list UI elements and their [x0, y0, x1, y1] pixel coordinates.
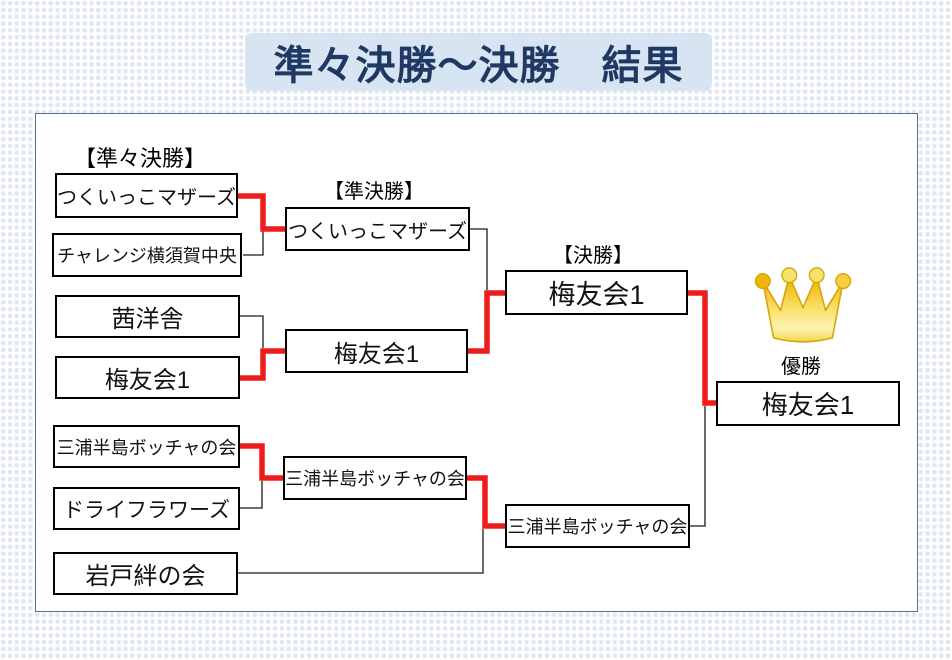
round-label-final: 【決勝】 [553, 245, 633, 267]
team-box-qf-challenge-yokosuka: チャレンジ横須賀中央 [52, 233, 242, 277]
team-box-sf-miura-hanto: 三浦半島ボッチャの会 [283, 456, 467, 500]
team-box-final-baiyukai: 梅友会1 [505, 270, 688, 315]
team-box-qf-akaneyosha: 茜洋舎 [55, 295, 240, 338]
team-box-qf-baiyukai: 梅友会1 [55, 356, 240, 399]
round-label-quarterfinal: 【準々決勝】 [73, 146, 207, 171]
team-box-qf-miura-hanto: 三浦半島ボッチャの会 [53, 425, 240, 468]
page-title: 準々決勝～決勝 結果 [245, 33, 712, 91]
team-box-qf-dryflowers: ドライフラワーズ [53, 487, 240, 530]
crown-icon [754, 266, 852, 350]
team-box-champion-baiyukai: 梅友会1 [716, 381, 900, 426]
team-box-qf-tsukuikko: つくいっこマザーズ [55, 173, 238, 218]
round-label-semifinal: 【準決勝】 [324, 181, 424, 203]
team-box-sf-baiyukai: 梅友会1 [285, 329, 468, 373]
team-box-sf-iwato-kizuna: 岩戸絆の会 [53, 552, 238, 595]
page-title-text: 準々決勝～決勝 結果 [273, 44, 684, 88]
team-box-sf-tsukuikko: つくいっこマザーズ [285, 207, 470, 251]
team-box-final-miura-hanto: 三浦半島ボッチャの会 [505, 504, 690, 548]
champion-label: 優勝 [781, 356, 821, 378]
